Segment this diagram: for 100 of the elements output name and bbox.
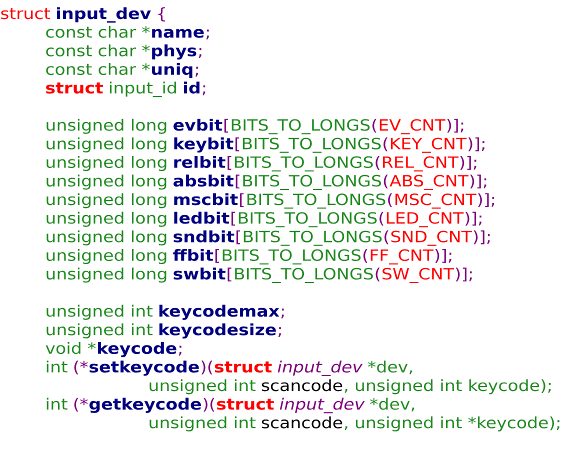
code-text: BITS_TO_LONGS <box>243 174 381 190</box>
code-text: ( <box>372 118 376 133</box>
code-text: unsigned long <box>46 137 166 152</box>
code-text: [ <box>228 156 232 170</box>
code-text: FF_CNT <box>370 249 434 264</box>
code-text: ; <box>198 48 202 58</box>
code-text: unsigned int <box>46 323 153 338</box>
code-text: )]; <box>447 118 464 133</box>
code-text: )]; <box>474 230 490 244</box>
code-text: )]; <box>470 174 486 188</box>
code-text: const char * <box>46 44 150 56</box>
code-text: [ <box>224 118 228 133</box>
code-text: ( <box>384 137 388 152</box>
code-text: MSC_CNT <box>395 194 476 209</box>
code-text: BITS_TO_LONGS <box>247 194 386 209</box>
code-text: BITS_TO_LONGS <box>238 212 377 228</box>
code-text: unsigned long <box>46 268 166 283</box>
code-text: BITS_TO_LONGS <box>222 249 361 264</box>
code-text: input_dev <box>57 7 151 23</box>
code-text: keycodemax <box>159 304 280 320</box>
code-text: keycodesize <box>159 323 276 339</box>
code-text: unsigned long <box>46 212 166 227</box>
code-text: input_dev <box>278 360 363 376</box>
code-text: ; <box>202 85 206 96</box>
code-text: SW_CNT <box>382 268 454 284</box>
code-text: struct <box>46 82 103 94</box>
code-text: ; <box>281 308 284 318</box>
code-text: phys <box>152 44 196 60</box>
code-text: evbit <box>174 118 222 131</box>
code-text: ( <box>384 174 388 188</box>
code-text: (* <box>74 398 88 412</box>
code-text: input_dev <box>280 398 365 414</box>
code-text: [ <box>240 193 244 208</box>
code-text: input_id <box>110 82 176 98</box>
code-text: BITS_TO_LONGS <box>235 156 373 172</box>
code-text: *dev, <box>370 398 414 412</box>
code-text: BITS_TO_LONGS <box>244 230 382 246</box>
code-text: )( <box>204 398 214 412</box>
code-text: relbit <box>174 156 226 168</box>
code-text: mscbit <box>174 193 238 206</box>
code-text: BITS_TO_LONGS <box>232 119 370 134</box>
code-text: name <box>152 28 204 38</box>
code-text: unsigned long <box>46 230 166 246</box>
code-text: )]; <box>456 268 472 282</box>
code-text: absbit <box>174 174 234 187</box>
code-text: )]; <box>465 212 482 226</box>
code-text: EV_CNT <box>380 119 446 134</box>
code-text: [ <box>215 249 219 263</box>
code-text: *dev, <box>368 360 412 374</box>
code-text: int <box>46 398 68 410</box>
code-text: const char * <box>46 26 150 38</box>
code-text: ( <box>388 193 392 208</box>
code-text: (* <box>74 360 88 374</box>
code-text: getkeycode <box>89 398 201 413</box>
code-text: scancode <box>262 379 342 392</box>
code-text: ( <box>380 212 384 226</box>
code-text: { <box>158 7 166 22</box>
code-text: [ <box>236 174 240 188</box>
code-text: KEY_CNT <box>390 138 467 153</box>
code-text: unsigned int <box>46 304 153 320</box>
code-text: scancode <box>262 416 342 428</box>
code-text: id <box>184 82 200 94</box>
code-text: struct <box>214 362 272 373</box>
code-text: keycode <box>98 342 176 358</box>
code-text: [ <box>228 268 232 282</box>
code-text: LED_CNT <box>386 212 464 228</box>
code-text: ( <box>384 230 388 244</box>
code-text: ; <box>178 346 182 356</box>
code-text: keybit <box>174 137 234 153</box>
code-text: [ <box>232 212 236 226</box>
code-text: )]; <box>435 249 452 263</box>
code-text: unsigned long <box>46 156 166 172</box>
code-text: struct <box>1 8 50 20</box>
code-text: [ <box>236 230 240 244</box>
code-text: struct <box>217 398 274 410</box>
code-text: )( <box>201 360 212 374</box>
code-text: ( <box>376 156 380 170</box>
code-text: )]; <box>478 193 494 208</box>
code-text: const char * <box>46 63 150 75</box>
code-text: ( <box>376 268 380 282</box>
code-text: ; <box>278 327 281 337</box>
code-text: ; <box>196 66 198 77</box>
code-text: , unsigned int keycode); <box>344 379 551 394</box>
code-text: unsigned long <box>46 193 166 208</box>
code-text: ledbit <box>174 212 230 224</box>
code-text: SND_CNT <box>391 230 472 246</box>
code-text: uniq <box>152 63 192 78</box>
code-text: int <box>46 360 68 372</box>
code-text: [ <box>236 137 240 152</box>
code-text: unsigned long <box>46 249 166 264</box>
code-text: ; <box>206 30 209 40</box>
code-text: unsigned int <box>150 379 256 394</box>
code-text: swbit <box>174 268 226 280</box>
code-text: ABS_CNT <box>390 174 468 190</box>
code-text: BITS_TO_LONGS <box>235 268 373 284</box>
code-text: )]; <box>460 156 476 170</box>
code-text: void * <box>46 342 96 354</box>
code-text: unsigned long <box>46 174 166 190</box>
code-text: ( <box>363 249 368 263</box>
code-text: sndbit <box>174 230 234 242</box>
